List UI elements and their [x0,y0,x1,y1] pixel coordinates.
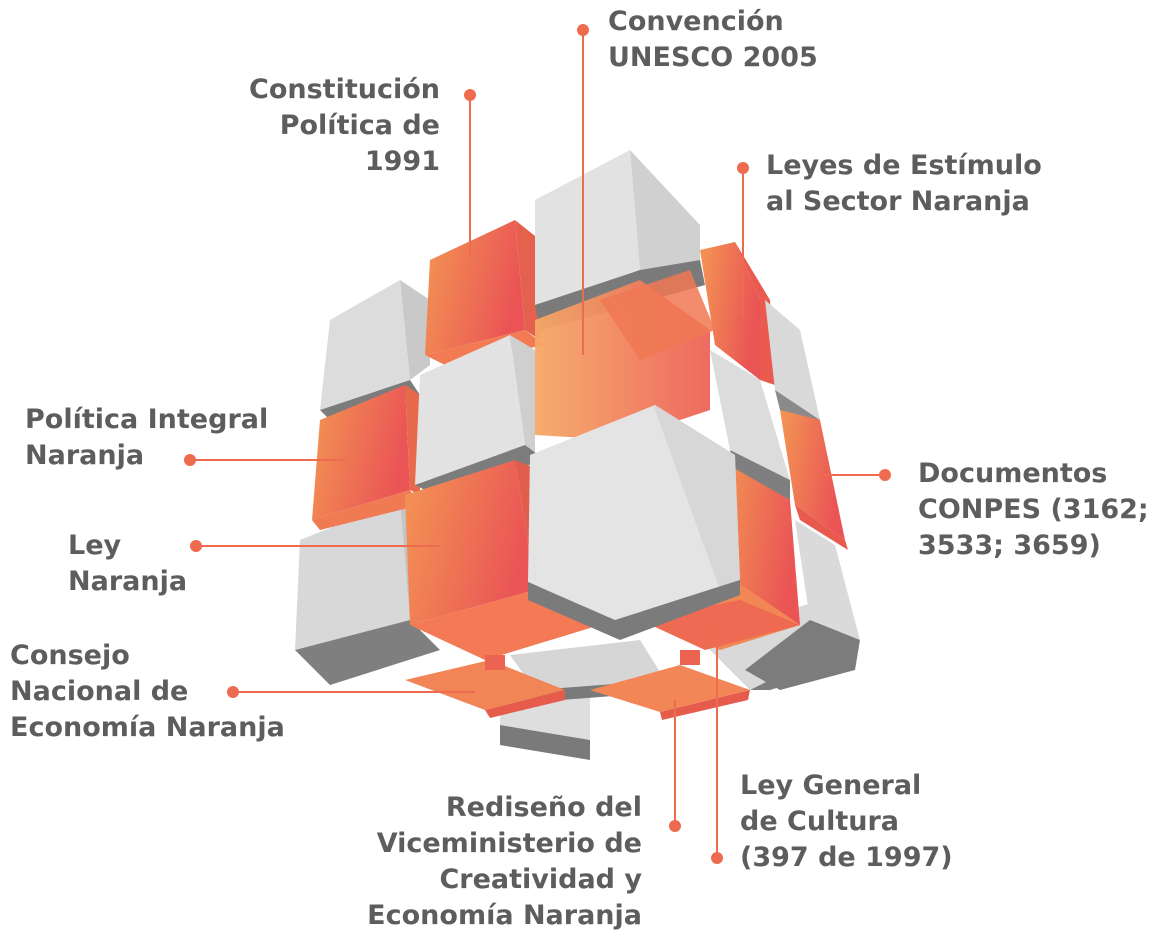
label-ley-general: Ley General de Cultura (397 de 1997) [740,770,953,873]
cube-top-left-orange [425,220,545,365]
cube-right-lower-gray [745,520,860,690]
cube-right-orange [780,410,848,550]
cube-mid-gray [415,335,545,495]
cube-top-center-orange [535,270,715,440]
label-leyes-estimulo: Leyes de Estímulo al Sector Naranja [766,150,1042,217]
label-consejo: Consejo Nacional de Economía Naranja [10,640,285,743]
connectors [184,24,891,864]
cube-top-right-orange [700,242,775,385]
cube-bottom-orange [405,650,750,720]
label-convencion: Convención UNESCO 2005 [608,6,818,73]
cube-right-mid-gray [710,350,790,500]
cube-front-gray [528,405,740,640]
label-documentos-conpes: Documentos CONPES (3162; 3533; 3659) [918,458,1149,561]
label-constitucion: Constitución Política de 1991 [249,74,440,177]
label-politica-integral: Política Integral Naranja [25,404,269,471]
label-ley-naranja: Ley Naranja [68,530,188,597]
label-rediseno: Rediseño del Viceministerio de Creativid… [367,792,642,931]
